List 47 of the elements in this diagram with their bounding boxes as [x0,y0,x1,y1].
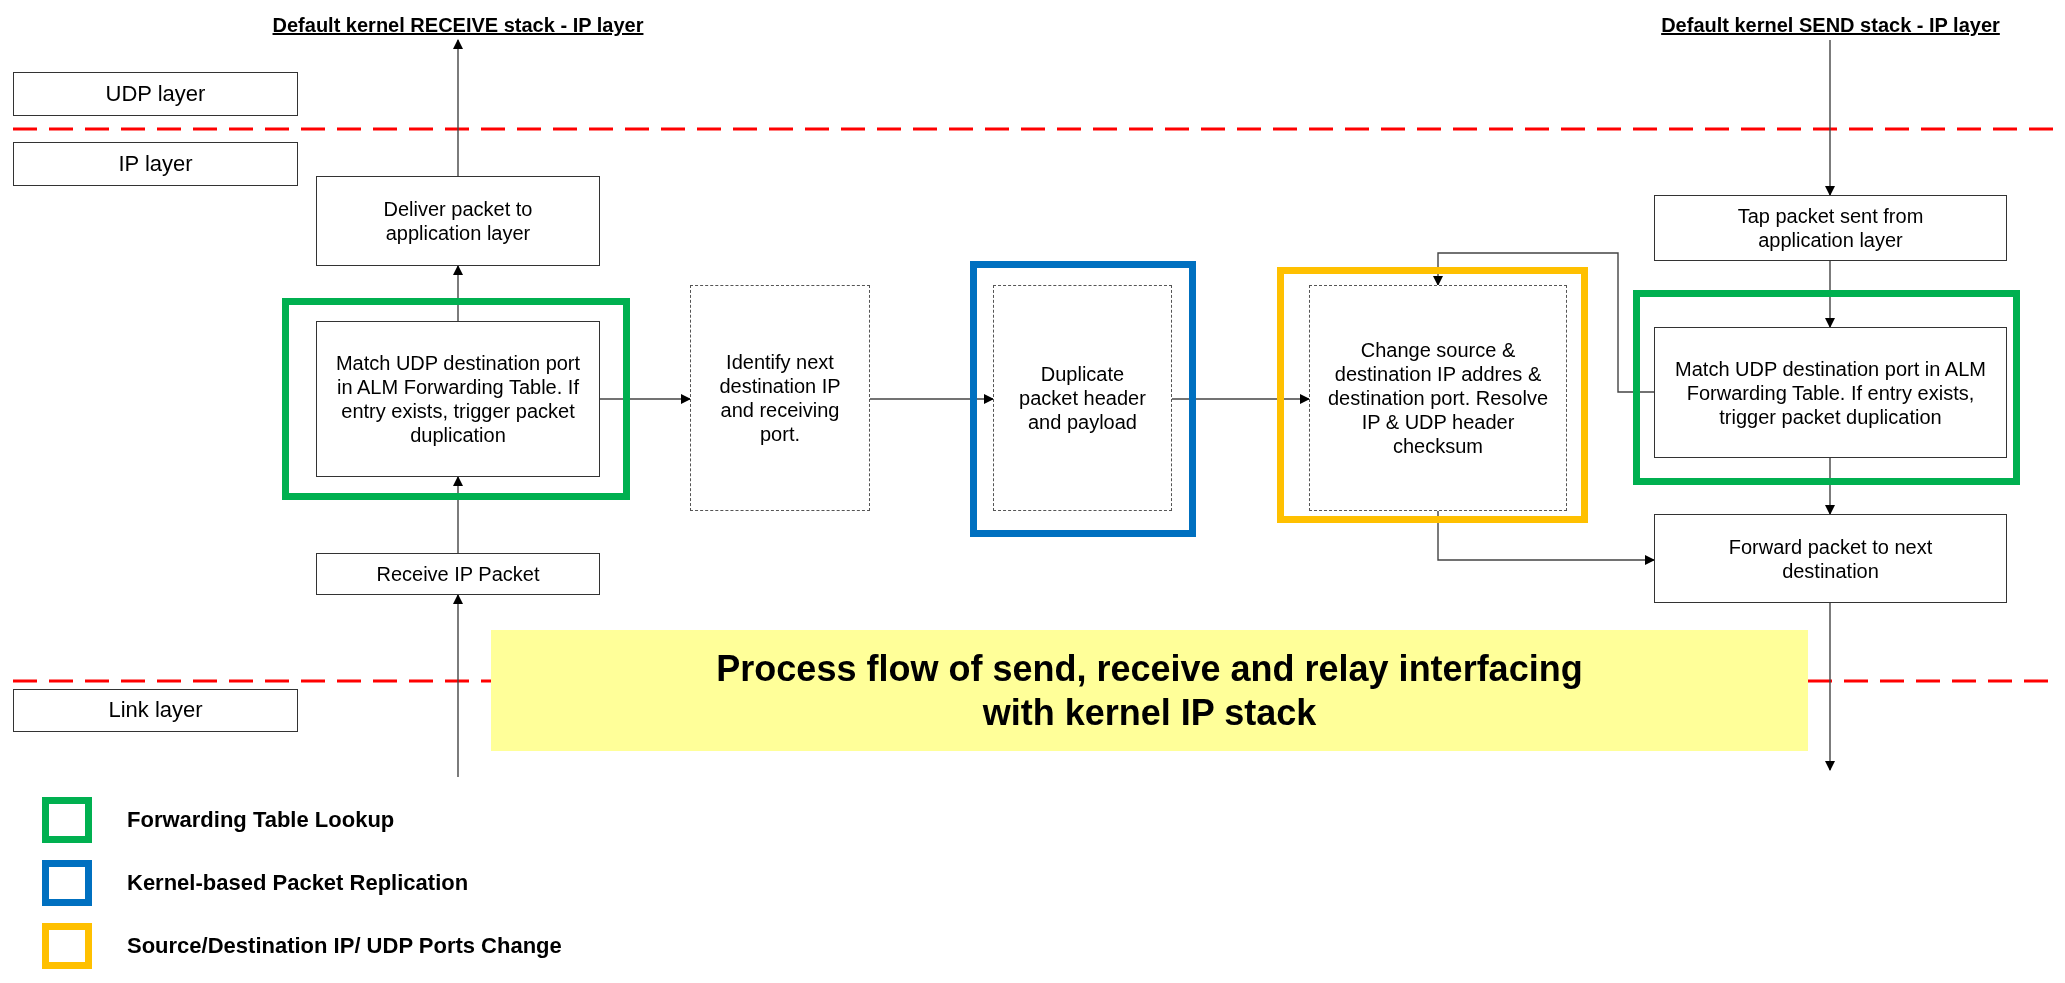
arrow [869,394,994,404]
highlight-frame [1277,267,1588,523]
process-box [690,285,870,511]
process-box [1654,195,2007,261]
box-text: Forward packet to next destination [1727,534,1934,583]
layer-box [13,72,298,116]
box-text: Duplicate packet header and payload [1018,362,1147,434]
arrow [453,39,463,177]
legend-text: Forwarding Table Lookup [127,807,395,833]
highlight-frame [1633,290,2020,485]
box-text: Default kernel RECEIVE stack - IP layer [272,13,644,37]
process-box [1654,514,2007,603]
legend-text: Source/Destination IP/ UDP Ports Change [127,933,562,959]
layer-box [13,142,298,186]
arrow [453,265,463,322]
process-box [316,553,600,595]
arrow [1171,394,1310,404]
box-text: Match UDP destination port in ALM Forwarding Table. If entry exists, trigger packet duplication [334,351,582,447]
box-text: UDP layer [104,79,207,108]
process-box [1309,285,1567,511]
highlight-frame [970,261,1196,537]
arrow [1825,457,1835,515]
box-text: Change source & destination IP addres & destination port. Resolve IP & UDP header checksum [1326,338,1550,458]
arrow [453,594,463,778]
arrow [1437,510,1655,565]
process-box [316,176,600,266]
box-text: Match UDP destination port in ALM Forwarding Table. If entry exists, trigger packet duplication [1674,356,1987,429]
box-text: Deliver packet to application layer [382,197,534,245]
layer-box [13,689,298,732]
box-text: Identify next destination IP and receiving port. [718,350,842,446]
box-text: Tap packet sent from application layer [1736,204,1925,252]
arrow [599,394,691,404]
arrow [1433,252,1655,393]
arrow [1825,260,1835,328]
box-text: Link layer [107,696,204,725]
diagram-title: Process flow of send, receive and relay interfacing with kernel IP stack [715,647,1584,734]
arrow [453,476,463,554]
box-text: Receive IP Packet [375,562,541,587]
process-box [316,321,600,477]
arrow [1825,602,1835,771]
box-text: IP layer [117,149,194,178]
process-box [993,285,1172,511]
arrow [1825,39,1835,196]
highlight-frame [282,298,630,500]
box-text: Default kernel SEND stack - IP layer [1661,13,2000,37]
process-box [1654,327,2007,458]
legend-text: Kernel-based Packet Replication [127,870,469,896]
